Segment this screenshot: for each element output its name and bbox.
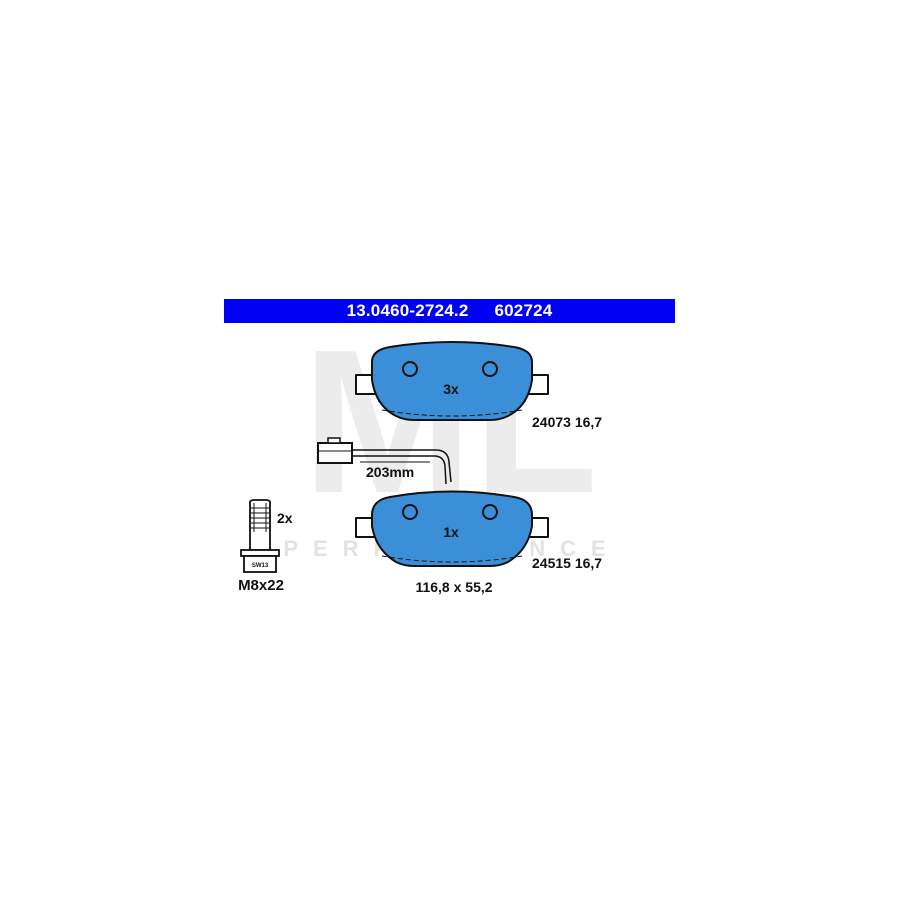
bottom-pad-quantity: 1x <box>443 524 459 540</box>
wear-sensor <box>317 437 452 485</box>
bottom-pad-spec: 24515 16,7 <box>532 555 602 571</box>
bottom-pad-inner-line <box>381 555 523 563</box>
bottom-pad-hole-right <box>482 504 498 520</box>
bottom-pad-hole-left <box>402 504 418 520</box>
bolt-head <box>243 555 277 573</box>
header-banner: 13.0460-2724.2 602724 <box>224 299 675 323</box>
top-pad-quantity: 3x <box>443 381 459 397</box>
sensor-wire <box>352 449 452 483</box>
sensor-connector-tab-top <box>327 437 341 444</box>
top-pad-hole-left <box>402 361 418 377</box>
part-number: 13.0460-2724.2 <box>346 301 469 320</box>
bolt-flange <box>240 549 280 557</box>
top-pad-hole-right <box>482 361 498 377</box>
bolt-drawing <box>240 499 280 573</box>
top-brake-pad <box>355 341 549 421</box>
reference-number: 602724 <box>494 301 553 320</box>
bottom-pad-dimensions: 116,8 x 55,2 <box>415 579 492 595</box>
bolt-head-marking: SW13 <box>252 563 269 569</box>
top-pad-spec: 24073 16,7 <box>532 414 602 430</box>
bolt-threads <box>250 503 270 532</box>
bolt-size: M8x22 <box>238 577 284 594</box>
bottom-brake-pad <box>355 490 549 567</box>
sensor-connector-body <box>317 442 353 464</box>
bolt-quantity: 2x <box>277 510 293 526</box>
sensor-length-label: 203mm <box>366 464 414 480</box>
header-banner-bg <box>224 299 675 323</box>
top-pad-inner-line <box>381 409 523 417</box>
